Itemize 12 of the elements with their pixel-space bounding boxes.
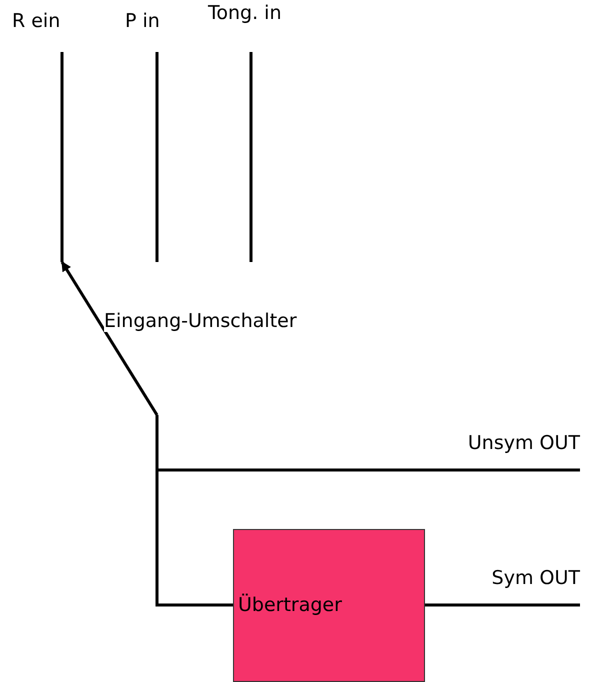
output-label: Unsym OUT — [468, 432, 580, 454]
output-label: Sym OUT — [492, 567, 580, 589]
box-label: Übertrager — [238, 594, 342, 616]
transformer-box — [233, 529, 425, 682]
edge-label: Eingang-Umschalter — [104, 310, 297, 332]
input-label: Tong. in — [208, 2, 282, 24]
input-label: P in — [125, 10, 160, 32]
switch-arrow — [60, 261, 158, 416]
connection-line — [157, 468, 580, 472]
connection-line — [425, 604, 580, 606]
input-label: R ein — [12, 10, 60, 32]
connection-line — [156, 415, 233, 606]
